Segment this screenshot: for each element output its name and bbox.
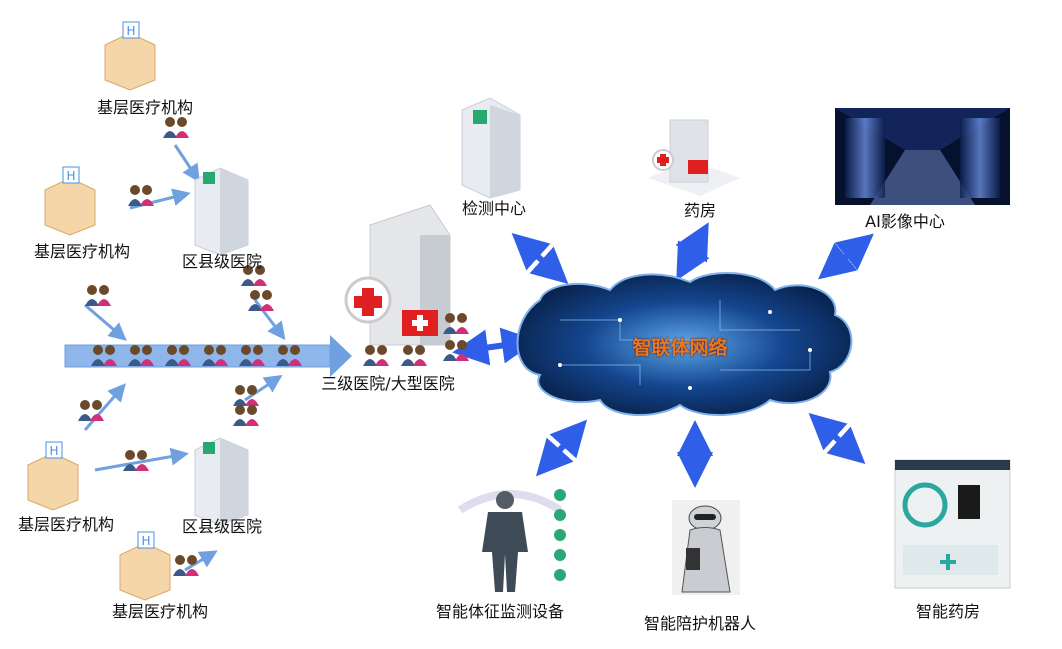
pharmacy-icon [648,119,740,196]
county-hospital-label-2: 区县级医院 [181,517,263,536]
patients-icon [233,405,259,426]
network-arrows [452,222,874,488]
tertiary-hospital-label: 三级医院/大型医院 [321,374,455,393]
network-cloud [516,272,853,417]
companion-robot-image [672,500,740,595]
patients-icon [248,290,274,311]
patients-icon [173,555,199,576]
robot-label: 智能陪护机器人 [643,614,757,633]
patients-icon [85,285,111,306]
clinic-building-icon: H [27,441,79,511]
patients-icon [276,345,302,366]
patients-icon [363,345,389,366]
lab-center-label: 检测中心 [461,199,527,218]
patients-icon [443,340,469,361]
patients-icon [123,450,149,471]
tertiary-hospital-icon [344,204,451,346]
ai-imaging-label: AI影像中心 [865,212,945,231]
clinic-building-icon: H [119,531,171,601]
svg-text:H: H [126,24,135,38]
ai-imaging-server-room-image [835,108,1010,205]
main-flow-arrow [64,335,352,377]
patients-icon [91,345,117,366]
county-hospital-icon [194,437,249,526]
svg-text:H: H [141,534,150,548]
vital-monitor-label: 智能体征监测设备 [435,602,565,621]
patients-icon [241,265,267,286]
primary-care-label-1: 基层医疗机构 [96,98,194,117]
smart-pharmacy-machine-image [894,459,1011,589]
patients-icon [239,345,265,366]
patients-icon [128,185,154,206]
lab-center-icon [461,97,521,199]
clinic-building-icon: H [104,21,156,91]
svg-text:H: H [66,169,75,183]
smart-pharmacy-label: 智能药房 [915,602,981,621]
network-title: 智联体网络 [632,337,728,359]
svg-text:H: H [49,444,58,458]
patients-icon [163,117,189,138]
patients-icon [202,345,228,366]
patients-icon [233,385,259,406]
pharmacy-label: 药房 [683,201,717,220]
vital-monitor-image [457,489,566,592]
county-hospital-icon [194,167,249,256]
clinic-building-icon: H [44,166,96,236]
county-hospital-label-1: 区县级医院 [181,252,263,271]
patients-icon [401,345,427,366]
primary-care-label-2: 基层医疗机构 [33,242,131,261]
patients-icon [78,400,104,421]
patients-icon [165,345,191,366]
patients-icon [128,345,154,366]
patients-icon [443,313,469,334]
primary-care-label-4: 基层医疗机构 [111,602,209,621]
primary-care-label-3: 基层医疗机构 [17,515,115,534]
